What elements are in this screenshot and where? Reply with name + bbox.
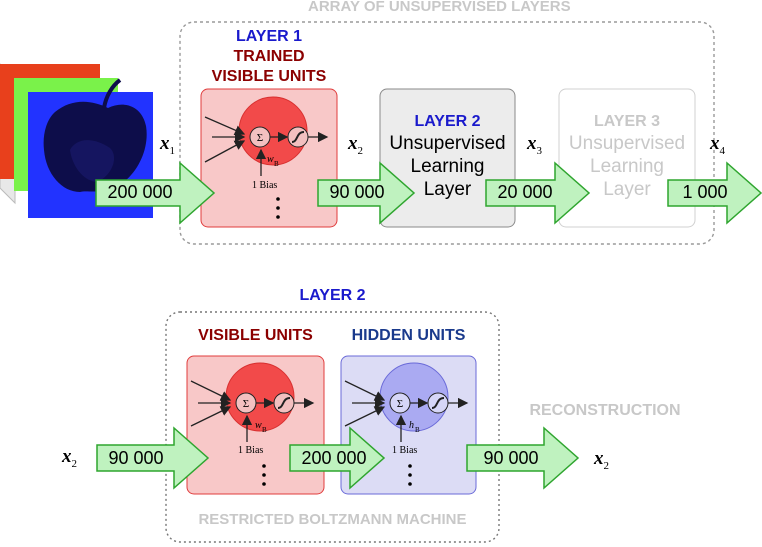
var-x1: x1 (160, 133, 175, 157)
layer1-title: LAYER 1 (235, 28, 303, 45)
array-title: ARRAY OF UNSUPERVISED LAYERS (308, 0, 571, 15)
layer3-line2: Learning (590, 156, 664, 177)
rbm-label: RESTRICTED BOLTZMANN MACHINE (198, 511, 467, 528)
arrow-label-90000-in: 90 000 (108, 448, 164, 468)
arrow-200000-mid (289, 426, 386, 490)
layer2-line2: Learning (410, 156, 485, 177)
arrow-200000-top (95, 161, 216, 225)
unsupervised-array-group (179, 21, 715, 245)
visible-weight-sub: B (262, 426, 267, 434)
var-x2-out: x2 (594, 448, 609, 472)
arrow-label-20000-top: 20 000 (497, 182, 553, 202)
arrow-label-1000-top: 1 000 (682, 182, 728, 202)
visible-neuron: Σ w B 1 Bias (190, 362, 315, 486)
visible-sum-symbol: Σ (243, 398, 249, 410)
layer3-title: LAYER 3 (593, 113, 661, 130)
var-x2: x2 (348, 133, 363, 157)
reconstruction-label: RECONSTRUCTION (529, 402, 681, 419)
arrow-label-90000-out: 90 000 (483, 448, 539, 468)
layer3-line1: Unsupervised (568, 133, 686, 154)
layer2-title: LAYER 2 (414, 113, 481, 130)
layer1-weight-label: w (267, 154, 274, 165)
hidden-weight-label: h (409, 420, 414, 431)
layer1-sum-symbol: Σ (257, 132, 263, 144)
hidden-sum-symbol: Σ (397, 398, 403, 410)
arrow-label-200000-mid: 200 000 (301, 448, 367, 468)
hidden-units-title: HIDDEN UNITS (351, 327, 466, 344)
hidden-bias-label: 1 Bias (392, 445, 417, 456)
arrow-90000-in (96, 426, 210, 490)
layer2-line3: Layer (423, 179, 472, 200)
var-x2-in: x2 (62, 446, 77, 470)
layer1-subtitle-line1: TRAINED (233, 48, 305, 65)
var-x3: x3 (527, 133, 542, 157)
layer1-neuron: Σ w B 1 Bias (204, 96, 329, 219)
arrows (95, 161, 762, 490)
layer3-box (558, 88, 696, 228)
layer2-line1: Unsupervised (389, 133, 506, 154)
layer1-bias-label: 1 Bias (252, 180, 277, 191)
visible-units-title: VISIBLE UNITS (198, 327, 313, 344)
visible-weight-label: w (255, 420, 262, 431)
arrow-20000-top (485, 161, 591, 225)
bottom-layer2-title: LAYER 2 (299, 287, 366, 304)
layer3-line3: Layer (603, 179, 651, 200)
hidden-weight-sub: B (415, 426, 420, 434)
arrow-label-200000-top: 200 000 (107, 182, 173, 202)
layer1-subtitle-line2: VISIBLE UNITS (211, 68, 327, 85)
arrow-1000-top (667, 161, 762, 225)
arrow-label-90000-top: 90 000 (329, 182, 385, 202)
arrow-90000-out (466, 426, 580, 490)
var-x4: x4 (710, 133, 725, 157)
visible-bias-label: 1 Bias (238, 445, 263, 456)
arrow-90000-top (317, 161, 416, 225)
layer1-weight-sub: B (274, 160, 279, 168)
hidden-neuron: Σ h B 1 Bias (344, 362, 469, 486)
